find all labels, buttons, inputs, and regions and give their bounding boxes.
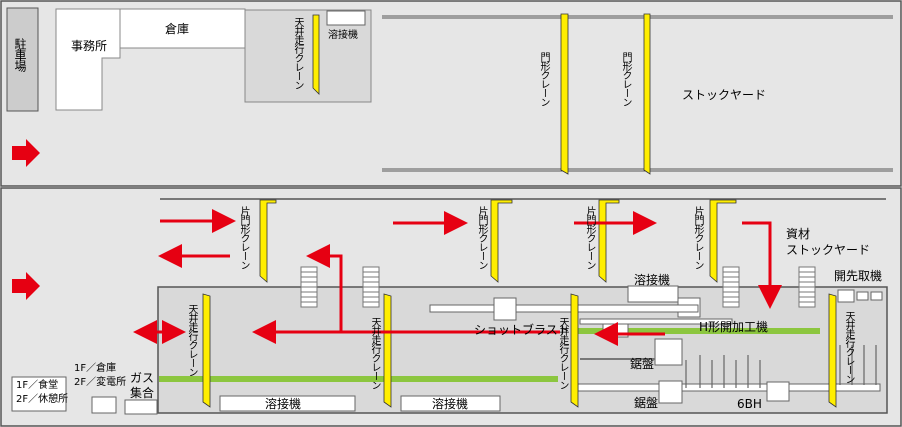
welder-box-1 [219, 395, 356, 412]
overhead-crane-2-label: 天井走行クレーン [369, 317, 380, 389]
flow-arrow-5 [742, 221, 782, 309]
welder-box-top [326, 10, 366, 26]
h-beam-rack [685, 345, 877, 388]
beveling-box-1 [837, 289, 855, 303]
gas-label-1: ガス [130, 371, 155, 385]
gas-box [124, 399, 158, 415]
half-gantry-crane-3-label: 片門形クレーン [584, 206, 595, 269]
bh6-label: 6BH [737, 397, 762, 411]
beveling-box-3 [870, 291, 883, 301]
office-label: 事務所 [71, 39, 108, 53]
floor2-label-2: 2F／変電所 [74, 377, 127, 388]
floor1-label-2: 2F／休憩所 [16, 394, 69, 405]
welder-2-label: 溶接機 [432, 397, 469, 411]
half-gantry-crane-4 [709, 199, 737, 283]
conveyor-mid [579, 318, 733, 325]
material-stock-yard-label-1: 資材 [786, 227, 811, 241]
saw-1-label: 鋸盤 [630, 357, 655, 371]
entry-arrow-bottom [12, 272, 40, 300]
welder-box-upper [627, 285, 679, 303]
material-stock-yard-label-2: ストックヤード [786, 243, 871, 257]
half-gantry-crane-1 [259, 199, 277, 283]
welder-upper-label: 溶接機 [634, 273, 671, 287]
h-beam-label: H形開加工機 [699, 320, 769, 334]
parking-label: 駐車場 [13, 38, 27, 71]
gas-label-2: 集合 [130, 386, 155, 400]
gantry-crane-1-label: 門形クレーン [538, 52, 549, 106]
floor1-label-1: 1F／食堂 [16, 380, 59, 391]
shot-blast-box [493, 297, 517, 321]
half-gantry-crane-1-label: 片門形クレーン [238, 206, 249, 269]
overhead-crane-3-label: 天井走行クレーン [557, 317, 568, 389]
saw-2-label: 鋸盤 [634, 396, 659, 410]
stairs-3 [722, 266, 740, 308]
overhead-crane-1 [202, 293, 211, 408]
welder-top-label: 溶接機 [328, 30, 358, 41]
building-1f-dining [11, 376, 67, 412]
saw-box-1 [654, 338, 683, 366]
half-gantry-crane-4-label: 片門形クレーン [692, 206, 703, 269]
conveyor-upper [429, 304, 699, 313]
overhead-crane-1-label: 天井走行クレーン [186, 304, 197, 376]
overhead-crane-3 [570, 293, 579, 408]
stairs-2 [362, 266, 380, 308]
warehouse-label: 倉庫 [165, 22, 190, 36]
building-2f-substation [91, 396, 117, 414]
shot-blast-label: ショットブラスト [474, 323, 570, 337]
entry-arrow-top [12, 139, 40, 167]
flow-arrow-6 [306, 244, 560, 334]
flow-arrows [133, 209, 782, 346]
floor2-label-1: 1F／倉庫 [74, 363, 117, 374]
half-gantry-crane-3 [598, 199, 620, 283]
gantry-crane-2 [643, 13, 651, 175]
parking-lot [6, 7, 39, 112]
half-gantry-crane-2-label: 片門形クレーン [476, 206, 487, 269]
overhead-crane-4-label: 天井走行クレーン [843, 311, 854, 383]
overhead-crane-top [312, 14, 320, 95]
overhead-crane-4 [828, 293, 837, 408]
half-gantry-crane-2 [490, 199, 513, 283]
overhead-crane-top-label: 天井走行クレーン [292, 17, 303, 89]
beveling-box-2 [856, 291, 869, 301]
stairs-4 [798, 266, 816, 308]
stairs-1 [300, 266, 318, 308]
welder-1-label: 溶接機 [265, 397, 302, 411]
gantry-crane-1 [560, 13, 569, 175]
stock-yard-label: ストックヤード [682, 88, 767, 102]
welder-box-2 [400, 395, 501, 412]
gantry-crane-2-label: 門形クレーン [620, 52, 631, 106]
bh6-box [766, 381, 790, 402]
beveling-label: 開先取機 [834, 269, 883, 283]
saw-box-2 [658, 380, 683, 404]
overhead-crane-2 [383, 293, 392, 408]
